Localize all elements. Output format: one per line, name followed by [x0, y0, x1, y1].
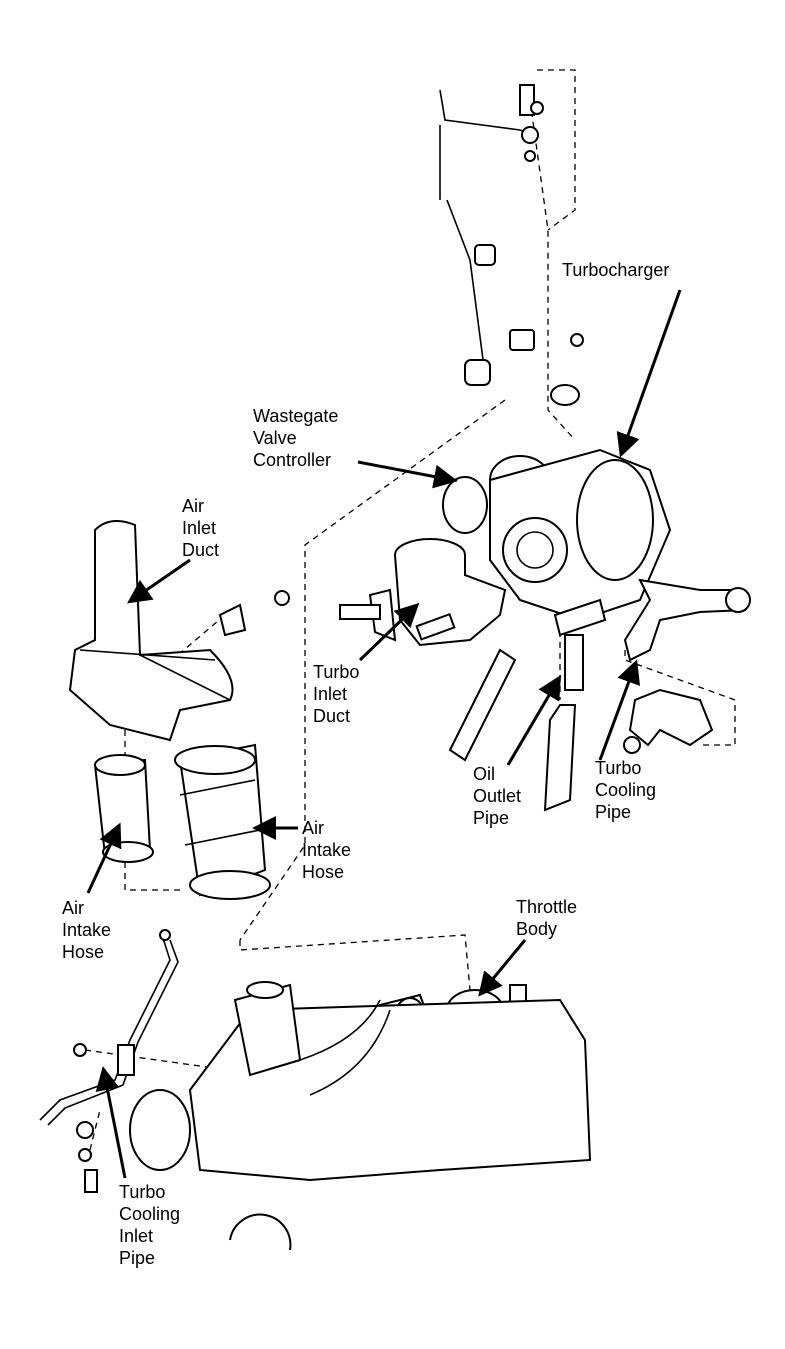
turbo-cooling-inlet-pipe-part	[39, 929, 179, 1193]
arrow-air-inlet-duct	[127, 558, 191, 604]
arrow-wastegate	[357, 460, 458, 489]
air-intake-hose-left-part	[93, 754, 154, 863]
turbo-inlet-duct-part	[339, 538, 507, 647]
oil-feed-pipe	[439, 84, 584, 406]
label-air-inlet-duct: Air Inlet Duct	[182, 496, 221, 560]
label-air-intake-hose-right: Air Intake Hose	[302, 818, 356, 882]
arrow-throttle-body	[478, 939, 527, 997]
engine-block	[129, 981, 592, 1251]
arrow-turbocharger	[616, 289, 682, 458]
label-throttle-body: Throttle Body	[516, 897, 582, 939]
air-inlet-duct-part	[68, 520, 290, 742]
label-wastegate-valve-controller: Wastegate Valve Controller	[253, 406, 343, 470]
arrow-oil-outlet-pipe	[506, 674, 562, 766]
label-turbo-cooling-pipe: Turbo Cooling Pipe	[595, 758, 661, 822]
label-turbo-inlet-duct: Turbo Inlet Duct	[313, 662, 364, 726]
label-turbocharger: Turbocharger	[562, 260, 669, 280]
arrow-turbo-inlet-duct	[358, 602, 420, 662]
arrow-turbo-cooling-inlet-pipe	[95, 1066, 127, 1179]
label-air-intake-hose-left: Air Intake Hose	[62, 898, 116, 962]
oil-outlet-pipe-part	[448, 598, 607, 812]
turbo-cooling-pipe-part	[623, 688, 714, 754]
turbocharger-part	[442, 448, 751, 662]
air-intake-hose-right-part	[174, 743, 271, 900]
label-turbo-cooling-inlet-pipe: Turbo Cooling Inlet Pipe	[119, 1182, 185, 1268]
arrow-air-intake-hose-left	[86, 822, 122, 894]
arrow-turbo-cooling-pipe	[598, 659, 641, 761]
label-oil-outlet-pipe: Oil Outlet Pipe	[473, 764, 526, 828]
